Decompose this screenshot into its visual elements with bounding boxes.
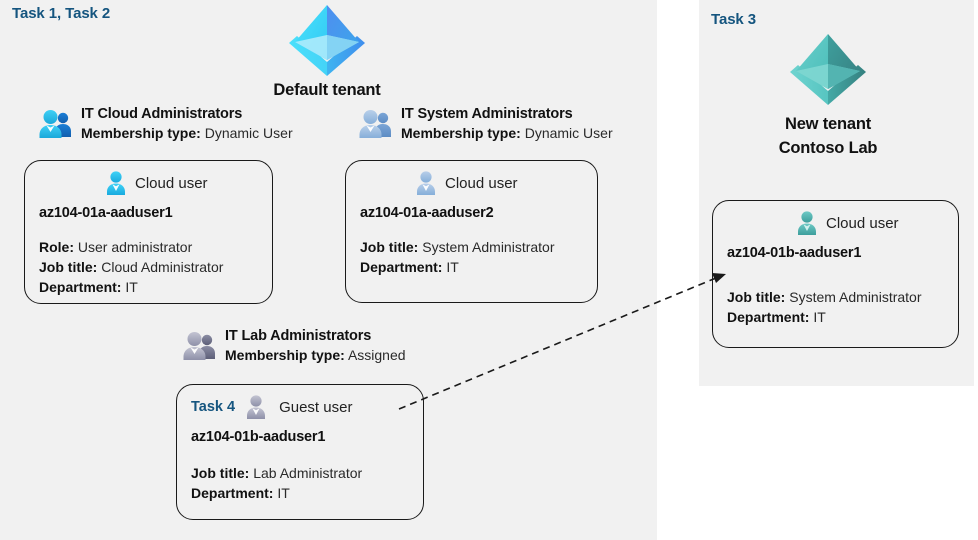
card-user-name: az104-01b-aaduser1 bbox=[191, 429, 326, 445]
task-label-4: Task 4 bbox=[191, 399, 236, 415]
card-attribute-department: Department: IT bbox=[727, 309, 826, 326]
card-attribute-list: Job title: Lab Administrator Department:… bbox=[191, 463, 409, 503]
new-tenant-block: New tenant Contoso Lab bbox=[733, 31, 923, 161]
cloud-user-icon bbox=[107, 171, 125, 195]
group-name: IT Cloud Administrators bbox=[81, 106, 243, 122]
card-title-row: Cloud user bbox=[39, 170, 258, 196]
group-membership-type: Membership type: Dynamic User bbox=[401, 124, 613, 142]
card-title-row: Task 4 Guest user bbox=[191, 394, 409, 420]
guest-user-icon bbox=[247, 395, 266, 419]
card-attribute-role: Role: User administrator bbox=[39, 239, 193, 255]
card-attribute-job-title: Job title: Cloud Administrator bbox=[39, 259, 224, 276]
default-tenant-name: Default tenant bbox=[273, 81, 381, 99]
card-user-name: az104-01a-aaduser1 bbox=[39, 205, 173, 221]
card-user-kind: Cloud user bbox=[135, 174, 208, 192]
task-label-1-2: Task 1, Task 2 bbox=[12, 5, 111, 22]
membership-value: Assigned bbox=[347, 347, 406, 364]
task-label-3: Task 3 bbox=[711, 11, 756, 28]
user-card-az104-01a-aaduser1[interactable]: Cloud user az104-01a-aaduser1 Role: User… bbox=[24, 160, 273, 304]
group-users-icon bbox=[39, 110, 71, 138]
new-tenant-name: New tenant Contoso Lab bbox=[733, 113, 923, 161]
group-header-lab-administrators: IT Lab Administrators Membership type: A… bbox=[182, 327, 406, 365]
user-card-az104-01a-aaduser2[interactable]: Cloud user az104-01a-aaduser2 Job title:… bbox=[345, 160, 598, 303]
card-attribute-job-title: Job title: System Administrator bbox=[360, 239, 555, 255]
azure-ad-tenant-icon bbox=[790, 34, 866, 105]
default-tenant-block: Default tenant bbox=[232, 2, 422, 100]
cloud-user-icon bbox=[798, 211, 816, 235]
group-header-cloud-administrators: IT Cloud Administrators Membership type:… bbox=[38, 105, 293, 143]
card-attribute-job-title: Job title: System Administrator bbox=[727, 289, 922, 305]
membership-label: Membership type: bbox=[225, 347, 345, 364]
group-users-icon bbox=[183, 332, 215, 360]
group-membership-type: Membership type: Assigned bbox=[225, 346, 406, 364]
card-user-kind: Cloud user bbox=[826, 214, 899, 232]
card-attribute-list: Role: User administrator Job title: Clou… bbox=[39, 237, 258, 297]
membership-label: Membership type: bbox=[81, 125, 201, 142]
card-user-kind: Cloud user bbox=[445, 174, 518, 192]
card-attribute-department: Department: IT bbox=[191, 485, 290, 502]
card-user-kind: Guest user bbox=[279, 398, 353, 416]
user-card-az104-01b-aaduser1-guest[interactable]: Task 4 Guest user az104-01b-aaduser1 Job… bbox=[176, 384, 424, 520]
cloud-user-icon bbox=[417, 171, 435, 195]
new-tenant-name-line1: New tenant bbox=[784, 115, 871, 133]
group-users-icon bbox=[359, 110, 391, 138]
group-header-system-administrators: IT System Administrators Membership type… bbox=[358, 105, 613, 143]
panel-default-tenant bbox=[0, 0, 657, 540]
card-attribute-department: Department: IT bbox=[39, 279, 138, 296]
group-name: IT Lab Administrators bbox=[225, 328, 372, 344]
membership-value: Dynamic User bbox=[204, 125, 293, 142]
azure-ad-tenant-icon bbox=[289, 5, 365, 76]
membership-value: Dynamic User bbox=[524, 125, 613, 142]
user-card-az104-01b-aaduser1-cloud[interactable]: Cloud user az104-01b-aaduser1 Job title:… bbox=[712, 200, 959, 348]
card-attribute-job-title: Job title: Lab Administrator bbox=[191, 465, 363, 481]
new-tenant-name-line2: Contoso Lab bbox=[778, 138, 878, 157]
card-attribute-list: Job title: System Administrator Departme… bbox=[727, 287, 944, 327]
membership-label: Membership type: bbox=[401, 125, 521, 142]
group-name: IT System Administrators bbox=[401, 106, 573, 122]
card-user-name: az104-01a-aaduser2 bbox=[360, 205, 494, 221]
group-membership-type: Membership type: Dynamic User bbox=[81, 124, 293, 142]
card-title-row: Cloud user bbox=[727, 210, 944, 236]
card-title-row: Cloud user bbox=[360, 170, 583, 196]
card-attribute-department: Department: IT bbox=[360, 259, 459, 276]
card-attribute-list: Job title: System Administrator Departme… bbox=[360, 237, 583, 277]
card-user-name: az104-01b-aaduser1 bbox=[727, 245, 862, 261]
